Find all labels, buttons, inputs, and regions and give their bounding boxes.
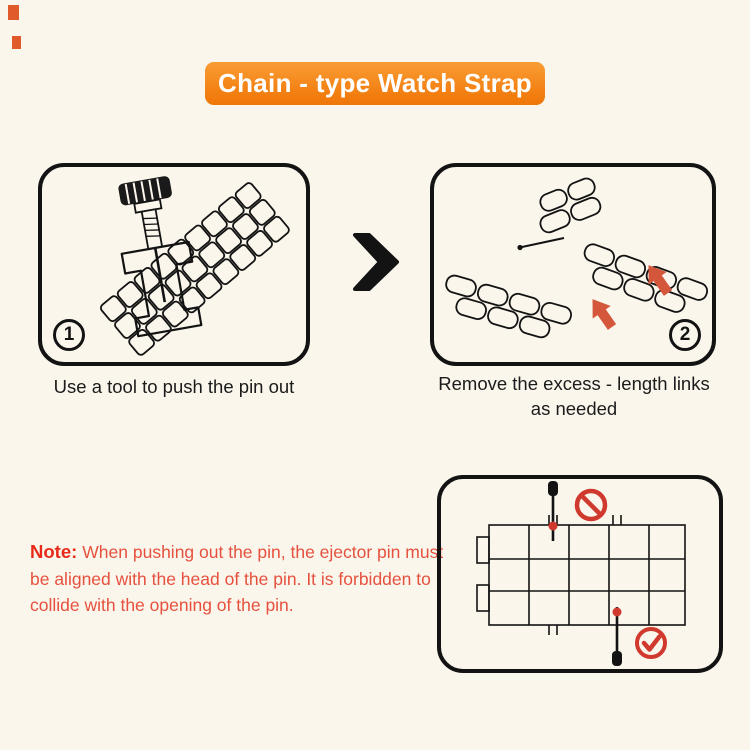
remove-link-arrow-icon bbox=[592, 299, 617, 330]
watch-band bbox=[98, 180, 292, 358]
step-1-badge: 1 bbox=[53, 319, 85, 351]
loose-pin bbox=[517, 237, 565, 251]
corner-artifact bbox=[8, 5, 19, 20]
step-1-panel: 1 bbox=[38, 163, 310, 366]
corner-artifact bbox=[12, 36, 21, 49]
band-cross-section bbox=[476, 515, 686, 635]
link-remover-illustration bbox=[98, 176, 292, 358]
note-label: Note: bbox=[30, 541, 78, 562]
band-links-illustration bbox=[445, 177, 709, 339]
note-text: When pushing out the pin, the ejector pi… bbox=[30, 542, 444, 615]
no-collision-icon bbox=[574, 488, 608, 522]
step-2-badge: 2 bbox=[669, 319, 701, 351]
pin-alignment-panel bbox=[437, 475, 723, 673]
detached-links bbox=[539, 177, 602, 234]
pin-alignment-illustration bbox=[476, 481, 686, 666]
step-2-panel: 2 bbox=[430, 163, 716, 366]
step-1-caption: Use a tool to push the pin out bbox=[53, 376, 295, 397]
chevron-right-icon bbox=[353, 233, 399, 291]
page-title: Chain - type Watch Strap bbox=[218, 68, 532, 98]
ejector-pin bbox=[153, 247, 167, 303]
band-segment-right bbox=[583, 243, 709, 313]
ejector-pin-top bbox=[548, 481, 558, 541]
ejector-pin-bottom bbox=[612, 607, 622, 666]
step-2-caption: Remove the excess - length links as need… bbox=[438, 373, 710, 419]
remove-link-arrow-icon bbox=[648, 265, 673, 296]
note: Note:When pushing out the pin, the eject… bbox=[30, 538, 466, 618]
link-remover-tool bbox=[118, 176, 203, 338]
title-banner: Chain - type Watch Strap bbox=[205, 62, 545, 105]
correct-alignment-icon bbox=[635, 627, 667, 659]
band-segment-left bbox=[445, 274, 572, 339]
